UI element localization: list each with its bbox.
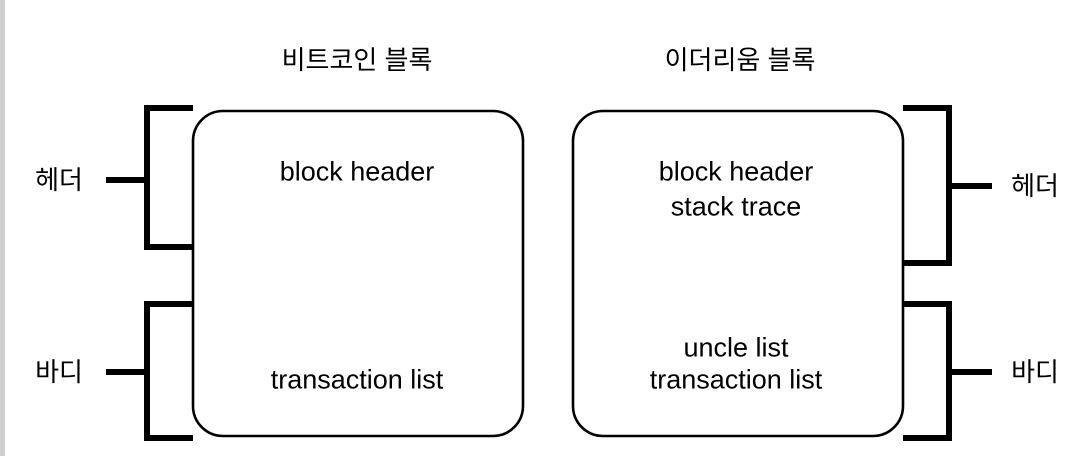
left-body-bracket (106, 301, 193, 441)
right-body-bracket-label: 바디 (1011, 357, 1059, 387)
left-header-bracket-label: 헤더 (35, 165, 83, 195)
right-header-bracket-label: 헤더 (1011, 171, 1059, 201)
bitcoin-body-content-line-1: transaction list (270, 364, 444, 395)
ethereum-body-content-line-2: transaction list (649, 364, 823, 395)
ethereum-body-content-line-1: uncle list (683, 332, 789, 363)
right-header-bracket (903, 105, 992, 266)
left-body-bracket-label: 바디 (35, 357, 83, 387)
ethereum-block-box (571, 109, 905, 438)
page-edge-strip (0, 0, 5, 456)
bitcoin-block-title: 비트코인 블록 (281, 45, 433, 75)
right-body-bracket (903, 301, 992, 441)
ethereum-block-title: 이더리움 블록 (664, 45, 816, 75)
ethereum-header-content-line-1: block header (658, 156, 814, 187)
bitcoin-header-content-line-1: block header (279, 156, 435, 187)
bitcoin-block-box (191, 109, 525, 438)
ethereum-header-content-line-2: stack trace (670, 191, 802, 222)
left-header-bracket (106, 105, 193, 250)
